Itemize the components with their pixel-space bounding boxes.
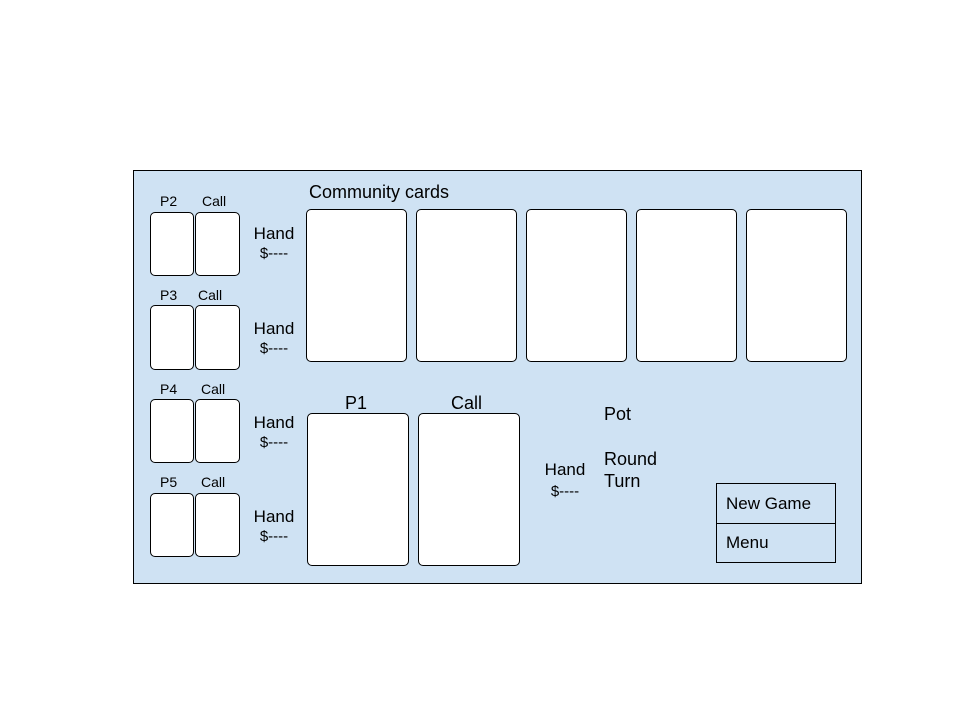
opponent-p3-hand-label: Hand	[253, 319, 295, 338]
player-hand-label: Hand	[544, 460, 586, 479]
round-label: Round	[604, 449, 658, 469]
community-card-4	[636, 209, 737, 362]
opponent-p3-money: $----	[259, 340, 289, 357]
opponent-p5-card-2	[195, 493, 240, 557]
menu-button[interactable]: Menu	[716, 523, 836, 563]
new-game-button[interactable]: New Game	[716, 483, 836, 524]
opponent-p4-hand-label: Hand	[253, 413, 295, 432]
opponent-p2-card-2	[195, 212, 240, 276]
community-card-3	[526, 209, 627, 362]
community-card-1	[306, 209, 407, 362]
opponent-p3-card-2	[195, 305, 240, 370]
player-action: Call	[451, 393, 483, 413]
community-card-2	[416, 209, 517, 362]
player-card-2	[418, 413, 520, 566]
poker-table: P2 Call Hand $---- P3 Call Hand $---- P4…	[133, 170, 862, 584]
opponent-p5-hand-label: Hand	[253, 507, 295, 526]
opponent-action-p3: Call	[198, 287, 223, 303]
opponent-name-p4: P4	[160, 381, 178, 397]
opponent-name-p2: P2	[160, 193, 178, 209]
player-money: $----	[550, 483, 580, 500]
player-name: P1	[345, 393, 368, 413]
opponent-action-p2: Call	[202, 193, 227, 209]
opponent-p5-money: $----	[259, 528, 289, 545]
opponent-name-p3: P3	[160, 287, 178, 303]
opponent-name-p5: P5	[160, 474, 178, 490]
opponent-p2-card-1	[150, 212, 194, 276]
opponent-p2-hand-label: Hand	[253, 224, 295, 243]
pot-label: Pot	[604, 404, 632, 424]
opponent-p5-card-1	[150, 493, 194, 557]
opponent-p4-money: $----	[259, 434, 289, 451]
opponent-p2-money: $----	[259, 245, 289, 262]
player-card-1	[307, 413, 409, 566]
opponent-p4-card-1	[150, 399, 194, 463]
opponent-action-p5: Call	[201, 474, 226, 490]
opponent-p4-card-2	[195, 399, 240, 463]
turn-label: Turn	[604, 471, 641, 491]
community-card-5	[746, 209, 847, 362]
opponent-p3-card-1	[150, 305, 194, 370]
opponent-action-p4: Call	[201, 381, 226, 397]
community-cards-title: Community cards	[309, 182, 450, 202]
